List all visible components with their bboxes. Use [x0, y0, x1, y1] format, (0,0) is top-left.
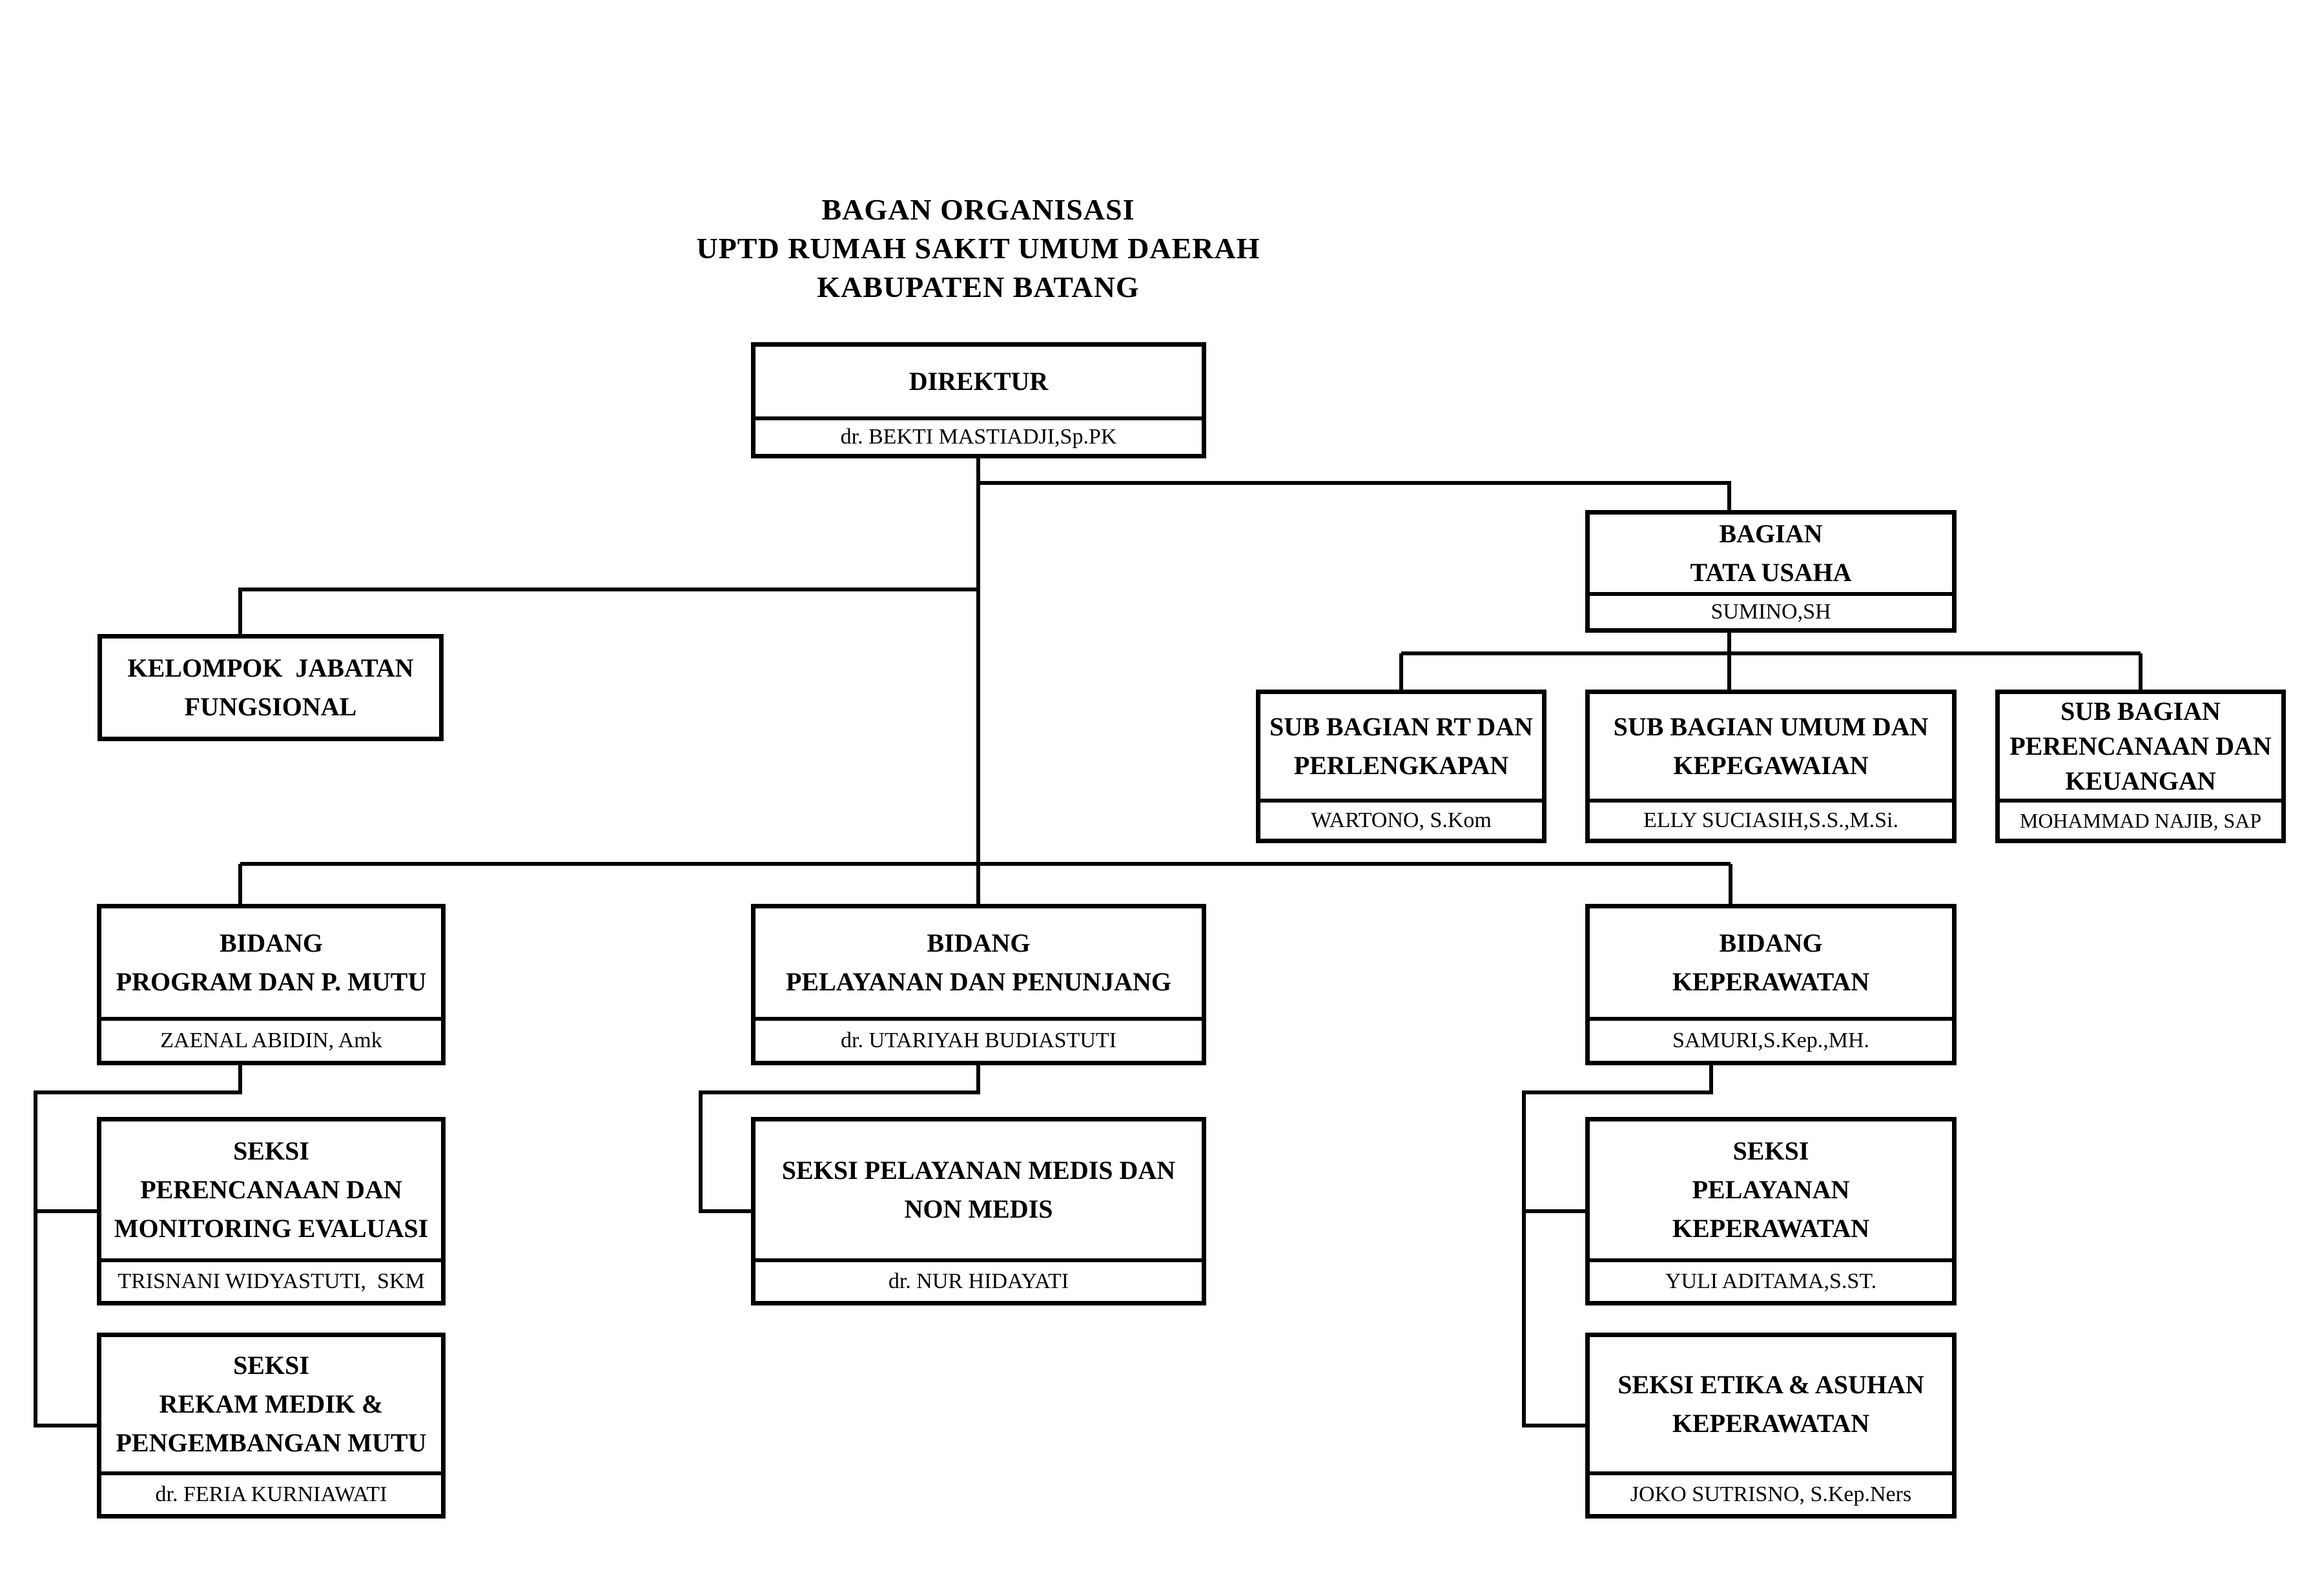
node-holder-name: dr. UTARIYAH BUDIASTUTI — [755, 1017, 1202, 1061]
node-bidang-keperawatan: BIDANG KEPERAWATAN SAMURI,S.Kep.,MH. — [1585, 904, 1957, 1065]
chart-title-line: UPTD RUMAH SAKIT UMUM DAERAH — [696, 232, 1260, 265]
node-role: DIREKTUR — [755, 347, 1202, 416]
holder-text: ELLY SUCIASIH,S.S.,M.Si. — [1643, 808, 1898, 832]
role-line: REKAM MEDIK & — [159, 1389, 384, 1418]
role-line: KEPERAWATAN — [1672, 1409, 1870, 1438]
role-line: SEKSI PELAYANAN MEDIS DAN — [781, 1156, 1176, 1185]
role-line: SUB BAGIAN RT DAN — [1269, 712, 1533, 741]
node-role: KELOMPOK JABATAN FUNGSIONAL — [102, 639, 439, 737]
role-line: KEUANGAN — [2065, 766, 2216, 795]
node-seksi-rekam-medik: SEKSI REKAM MEDIK & PENGEMBANGAN MUTU dr… — [97, 1333, 446, 1519]
holder-text: YULI ADITAMA,S.ST. — [1665, 1269, 1877, 1293]
holder-text: WARTONO, S.Kom — [1311, 808, 1492, 832]
role-line: FUNGSIONAL — [184, 692, 357, 721]
holder-text: ZAENAL ABIDIN, Amk — [160, 1028, 382, 1052]
role-line: NON MEDIS — [904, 1194, 1053, 1223]
node-sub-bagian-umum: SUB BAGIAN UMUM DAN KEPEGAWAIAN ELLY SUC… — [1585, 690, 1957, 843]
node-role: SEKSI ETIKA & ASUHAN KEPERAWATAN — [1590, 1337, 1952, 1471]
role-line: SUB BAGIAN UMUM DAN — [1613, 712, 1929, 741]
node-holder-name: SAMURI,S.Kep.,MH. — [1590, 1017, 1952, 1061]
node-role: BIDANG PELAYANAN DAN PENUNJANG — [755, 908, 1202, 1017]
role-line: DIREKTUR — [909, 367, 1049, 396]
role-line: PELAYANAN DAN PENUNJANG — [785, 967, 1172, 996]
role-line: PERENCANAAN DAN — [140, 1175, 402, 1204]
role-line: TATA USAHA — [1690, 558, 1852, 587]
holder-text: SUMINO,SH — [1711, 600, 1831, 624]
role-line: KEPEGAWAIAN — [1673, 751, 1869, 780]
node-seksi-perencanaan-monev: SEKSI PERENCANAAN DAN MONITORING EVALUAS… — [97, 1117, 446, 1305]
node-holder-name: YULI ADITAMA,S.ST. — [1590, 1258, 1952, 1301]
role-line: MONITORING EVALUASI — [114, 1214, 429, 1243]
node-seksi-etika-asuhan: SEKSI ETIKA & ASUHAN KEPERAWATAN JOKO SU… — [1585, 1333, 1957, 1519]
node-seksi-pelayanan-keperawatan: SEKSI PELAYANAN KEPERAWATAN YULI ADITAMA… — [1585, 1117, 1957, 1305]
node-role: SEKSI PERENCANAAN DAN MONITORING EVALUAS… — [101, 1121, 441, 1258]
role-line: KEPERAWATAN — [1672, 1214, 1870, 1243]
role-line: PELAYANAN — [1692, 1175, 1850, 1204]
node-role: SEKSI PELAYANAN KEPERAWATAN — [1590, 1121, 1952, 1258]
node-holder-name: JOKO SUTRISNO, S.Kep.Ners — [1590, 1471, 1952, 1514]
holder-text: TRISNANI WIDYASTUTI, SKM — [118, 1269, 425, 1293]
node-role: BAGIAN TATA USAHA — [1590, 515, 1952, 592]
node-role: SUB BAGIAN PERENCANAAN DAN KEUANGAN — [2000, 694, 2281, 799]
holder-text: dr. FERIA KURNIAWATI — [155, 1482, 387, 1506]
node-holder-name: TRISNANI WIDYASTUTI, SKM — [101, 1258, 441, 1301]
node-holder-name: dr. BEKTI MASTIADJI,Sp.PK — [755, 416, 1202, 454]
node-role: BIDANG KEPERAWATAN — [1590, 908, 1952, 1017]
node-seksi-pelayanan-medis: SEKSI PELAYANAN MEDIS DAN NON MEDIS dr. … — [751, 1117, 1206, 1305]
holder-text: dr. BEKTI MASTIADJI,Sp.PK — [840, 425, 1117, 449]
holder-text: MOHAMMAD NAJIB, SAP — [2019, 809, 2262, 832]
holder-text: SAMURI,S.Kep.,MH. — [1672, 1028, 1870, 1052]
node-bidang-pelayanan: BIDANG PELAYANAN DAN PENUNJANG dr. UTARI… — [751, 904, 1206, 1065]
node-role: SEKSI PELAYANAN MEDIS DAN NON MEDIS — [755, 1121, 1202, 1258]
node-role: SUB BAGIAN RT DAN PERLENGKAPAN — [1260, 694, 1542, 799]
node-kelompok-jabatan-fungsional: KELOMPOK JABATAN FUNGSIONAL — [98, 634, 444, 741]
node-holder-name: ZAENAL ABIDIN, Amk — [101, 1017, 441, 1061]
role-line: PERLENGKAPAN — [1293, 751, 1509, 780]
holder-text: dr. UTARIYAH BUDIASTUTI — [841, 1028, 1116, 1052]
role-line: SEKSI — [1732, 1136, 1809, 1165]
holder-text: JOKO SUTRISNO, S.Kep.Ners — [1630, 1482, 1912, 1506]
node-holder-name: dr. FERIA KURNIAWATI — [101, 1471, 441, 1514]
chart-title-line: BAGAN ORGANISASI — [821, 193, 1135, 226]
chart-title: BAGAN ORGANISASI UPTD RUMAH SAKIT UMUM D… — [591, 190, 1366, 307]
node-bagian-tata-usaha: BAGIAN TATA USAHA SUMINO,SH — [1585, 510, 1957, 633]
node-role: SUB BAGIAN UMUM DAN KEPEGAWAIAN — [1590, 694, 1952, 799]
role-line: SEKSI ETIKA & ASUHAN — [1618, 1370, 1924, 1399]
node-role: BIDANG PROGRAM DAN P. MUTU — [101, 908, 441, 1017]
node-holder-name: SUMINO,SH — [1590, 592, 1952, 628]
node-direktur: DIREKTUR dr. BEKTI MASTIADJI,Sp.PK — [751, 342, 1206, 458]
role-line: BIDANG — [219, 928, 324, 957]
role-line: BIDANG — [1719, 928, 1823, 957]
role-line: SEKSI — [233, 1136, 309, 1165]
role-line: PROGRAM DAN P. MUTU — [116, 967, 427, 996]
node-sub-bagian-rt: SUB BAGIAN RT DAN PERLENGKAPAN WARTONO, … — [1256, 690, 1546, 843]
role-line: KEPERAWATAN — [1672, 967, 1870, 996]
role-line: BIDANG — [927, 928, 1031, 957]
role-line: PENGEMBANGAN MUTU — [116, 1428, 427, 1457]
holder-text: dr. NUR HIDAYATI — [888, 1269, 1069, 1293]
node-holder-name: ELLY SUCIASIH,S.S.,M.Si. — [1590, 799, 1952, 839]
node-holder-name: MOHAMMAD NAJIB, SAP — [2000, 799, 2281, 839]
role-line: PERENCANAAN DAN — [2009, 732, 2272, 761]
node-holder-name: dr. NUR HIDAYATI — [755, 1258, 1202, 1301]
node-holder-name: WARTONO, S.Kom — [1260, 799, 1542, 839]
role-line: BAGIAN — [1719, 519, 1823, 548]
node-sub-bagian-perencanaan: SUB BAGIAN PERENCANAAN DAN KEUANGAN MOHA… — [1995, 690, 2286, 843]
node-bidang-program: BIDANG PROGRAM DAN P. MUTU ZAENAL ABIDIN… — [97, 904, 446, 1065]
role-line: SEKSI — [233, 1351, 309, 1380]
role-line: KELOMPOK JABATAN — [127, 653, 414, 682]
role-line: SUB BAGIAN — [2060, 697, 2221, 726]
chart-title-line: KABUPATEN BATANG — [817, 271, 1140, 303]
node-role: SEKSI REKAM MEDIK & PENGEMBANGAN MUTU — [101, 1337, 441, 1471]
